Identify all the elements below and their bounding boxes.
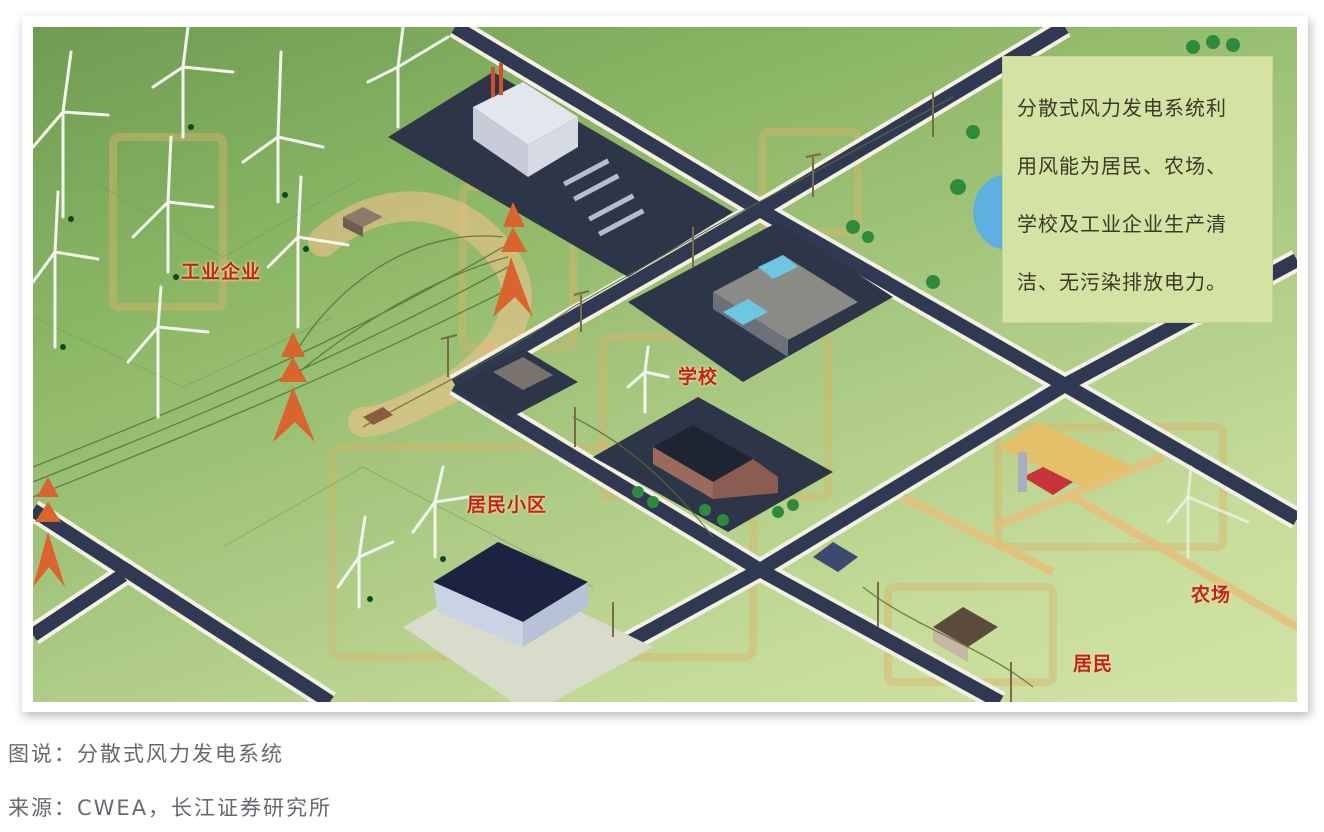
label-residential-community: 居民小区 (467, 494, 548, 516)
wind-power-illustration: 工业企业 学校 居民小区 农场 居民 分散式风力发电系统利 用风能为居民、农场、… (33, 27, 1297, 702)
description-line: 学校及工业企业生产清 (1017, 212, 1227, 236)
description-line: 用风能为居民、农场、 (1017, 154, 1227, 178)
label-farm: 农场 (1191, 584, 1232, 606)
label-residents: 居民 (1073, 653, 1114, 675)
transmission-towers (33, 202, 533, 587)
description-box: 分散式风力发电系统利 用风能为居民、农场、 学校及工业企业生产清 洁、无污染排放… (1003, 57, 1272, 322)
wind-turbines (33, 27, 1250, 609)
label-industry: 工业企业 (181, 261, 262, 283)
factory-building (473, 63, 578, 177)
scene-graphics (33, 27, 1297, 702)
label-school: 学校 (678, 366, 719, 388)
figure-caption: 图说：分散式风力发电系统 (8, 742, 284, 766)
description-line: 分散式风力发电系统利 (1017, 96, 1227, 120)
description-line: 洁、无污染排放电力。 (1017, 270, 1227, 294)
figure-source: 来源：CWEA，长江证券研究所 (8, 796, 333, 820)
